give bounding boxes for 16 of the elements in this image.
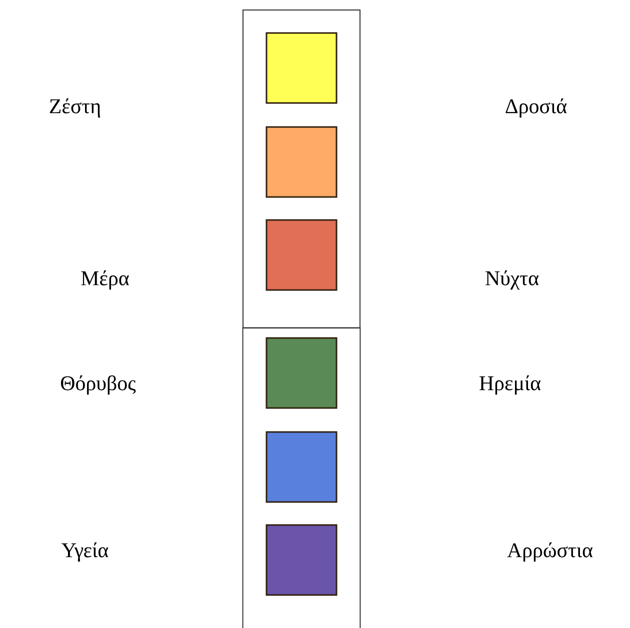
color-square [266, 126, 338, 198]
color-square [266, 431, 338, 503]
word-label: Αρρώστια [507, 542, 593, 562]
color-square [266, 524, 338, 596]
word-label: Θόρυβος [60, 375, 136, 395]
color-square [266, 219, 338, 291]
color-square [266, 337, 338, 409]
word-label: Υγεία [62, 542, 108, 562]
word-label: Ηρεμία [480, 375, 541, 395]
panel [242, 327, 361, 628]
color-square [266, 32, 338, 104]
word-label: Μέρα [81, 270, 129, 290]
word-label: Δροσιά [506, 98, 567, 118]
word-label: Ζέστη [50, 98, 100, 118]
panel [242, 10, 360, 328]
word-label: Νύχτα [486, 270, 539, 290]
